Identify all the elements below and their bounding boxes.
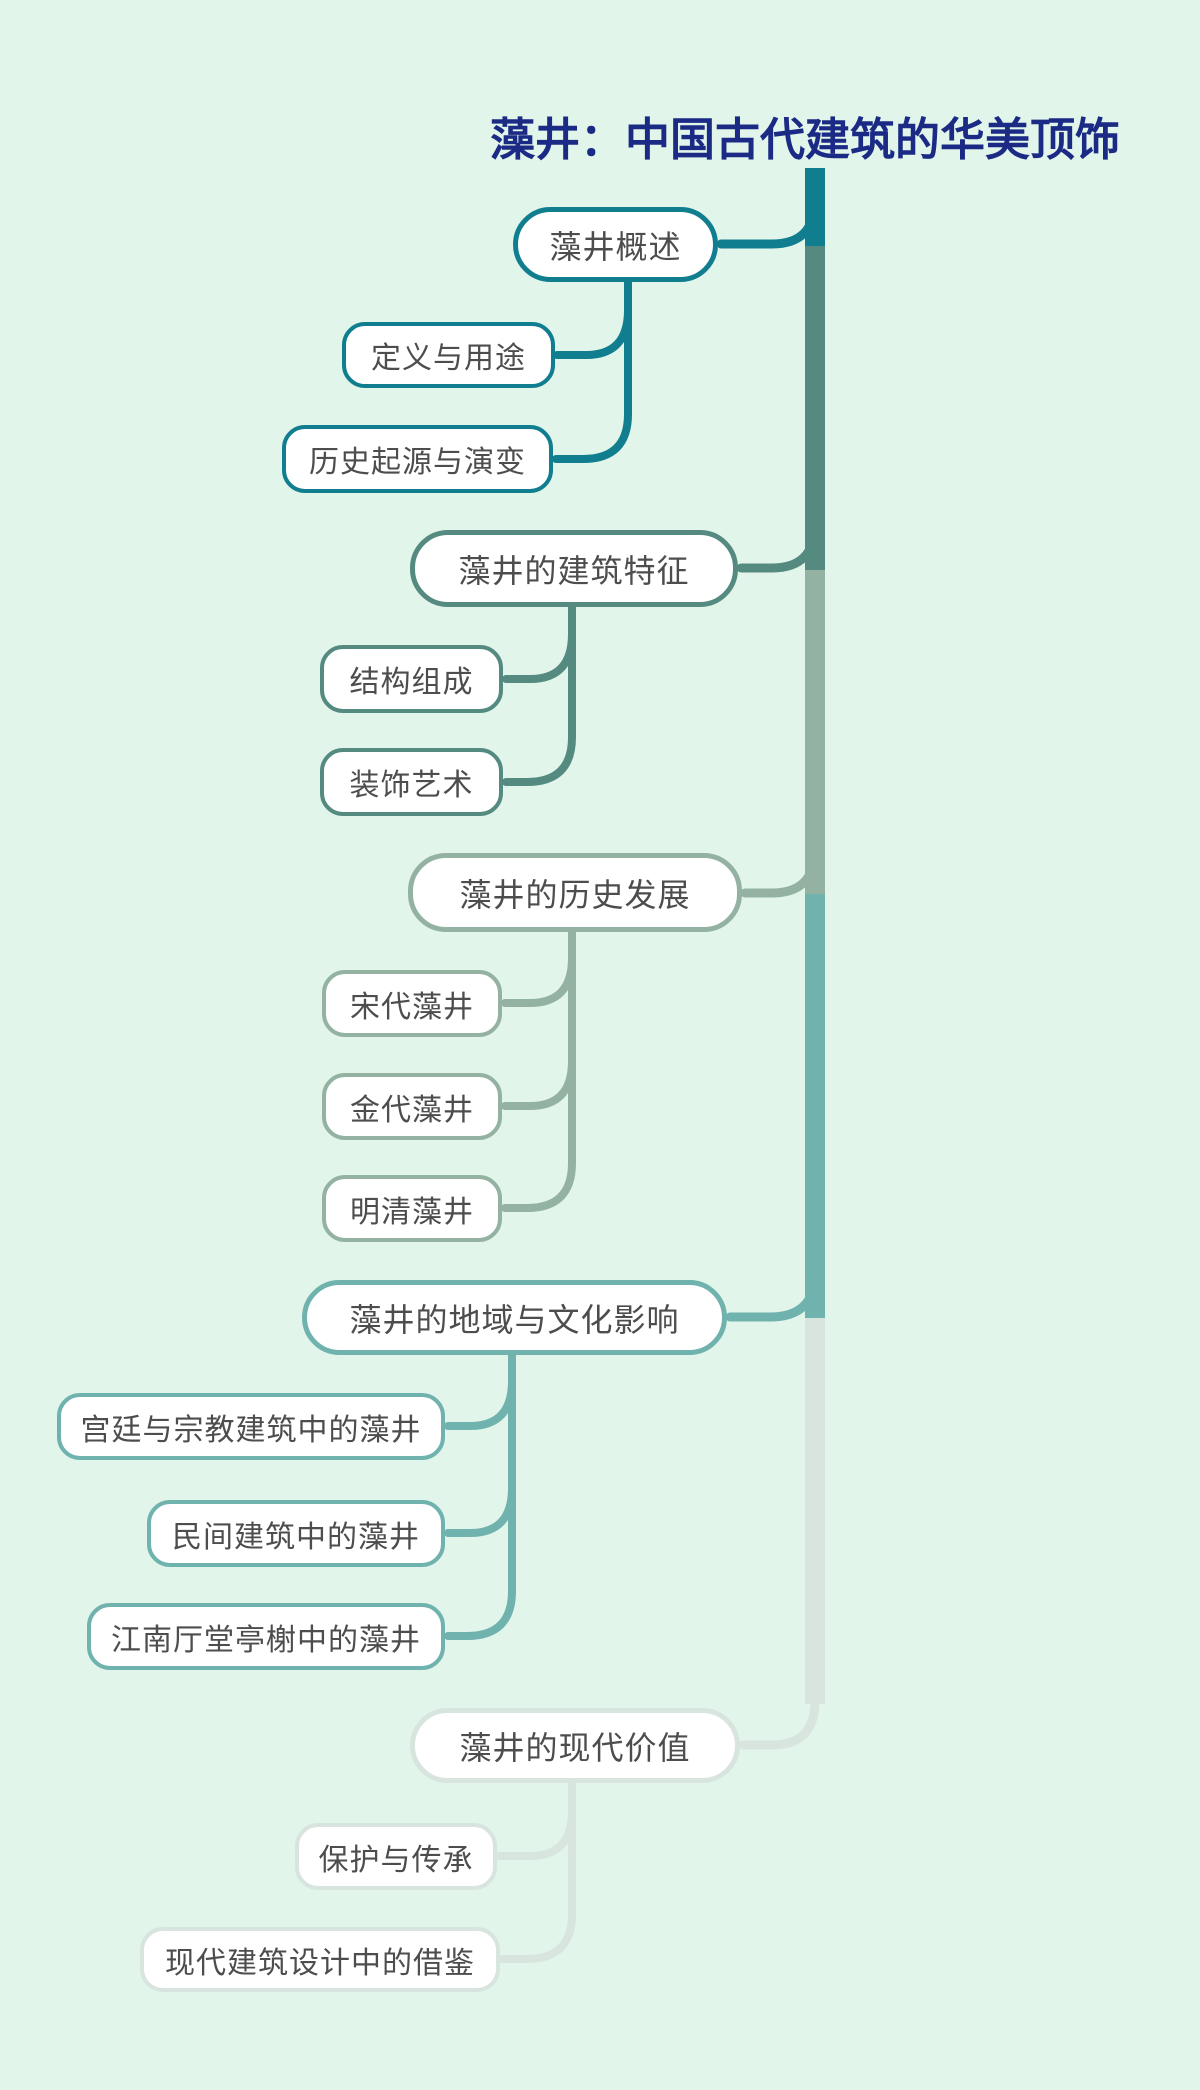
trunk-segment-2: [805, 246, 825, 572]
trunk-segment-3: [805, 570, 825, 896]
main-topic-architectural-features[interactable]: 藻井的建筑特征: [410, 530, 738, 607]
main-topic-historical-development[interactable]: 藻井的历史发展: [408, 853, 742, 932]
branch-connector-3: [740, 844, 820, 898]
trunk-segment-5: [805, 1318, 825, 1704]
subtopic-ming-qing-zaojing[interactable]: 明清藻井: [322, 1175, 502, 1242]
child-connector-4-1: [444, 1377, 516, 1430]
subtopic-song-dynasty-zaojing[interactable]: 宋代藻井: [322, 970, 502, 1037]
subtopic-definition-usage[interactable]: 定义与用途: [342, 322, 555, 388]
branch-connector-4: [725, 1268, 820, 1322]
trunk-segment-4: [805, 894, 825, 1320]
child-connector-2-1: [502, 630, 576, 683]
main-topic-modern-value[interactable]: 藻井的现代价值: [410, 1708, 740, 1783]
subtrunk-2: [502, 601, 576, 786]
subtopic-jiangnan-halls-zaojing[interactable]: 江南厅堂亭榭中的藻井: [87, 1603, 445, 1670]
main-topic-regional-cultural-influence[interactable]: 藻井的地域与文化影响: [302, 1280, 727, 1355]
branch-connector-1: [716, 195, 820, 249]
subtopic-historical-origin-evolution[interactable]: 历史起源与演变: [282, 425, 553, 493]
subtrunk-1: [552, 276, 632, 463]
branch-connector-5: [738, 1696, 820, 1750]
subtopic-protection-inheritance[interactable]: 保护与传承: [295, 1823, 497, 1890]
branch-connector-2: [736, 519, 820, 573]
main-topic-zaojing-overview[interactable]: 藻井概述: [513, 207, 718, 282]
subtopic-decorative-art[interactable]: 装饰艺术: [320, 748, 503, 816]
subtopic-modern-design-reference[interactable]: 现代建筑设计中的借鉴: [140, 1927, 500, 1992]
child-connector-4-2: [444, 1484, 516, 1537]
child-connector-1-1: [553, 306, 632, 359]
subtopic-structural-composition[interactable]: 结构组成: [320, 645, 503, 713]
subtrunk-4: [444, 1349, 516, 1640]
subtopic-jin-dynasty-zaojing[interactable]: 金代藻井: [322, 1073, 502, 1140]
subtrunk-3: [501, 926, 576, 1212]
child-connector-3-1: [501, 954, 576, 1007]
child-connector-5-1: [496, 1807, 576, 1860]
subtopic-folk-architecture-zaojing[interactable]: 民间建筑中的藻井: [147, 1500, 445, 1567]
subtopic-palace-religious-zaojing[interactable]: 宫廷与宗教建筑中的藻井: [57, 1393, 445, 1460]
child-connector-3-2: [501, 1057, 576, 1110]
root-topic-title[interactable]: 藻井：中国古代建筑的华美顶饰: [490, 114, 1121, 165]
subtrunk-5: [499, 1777, 576, 1963]
